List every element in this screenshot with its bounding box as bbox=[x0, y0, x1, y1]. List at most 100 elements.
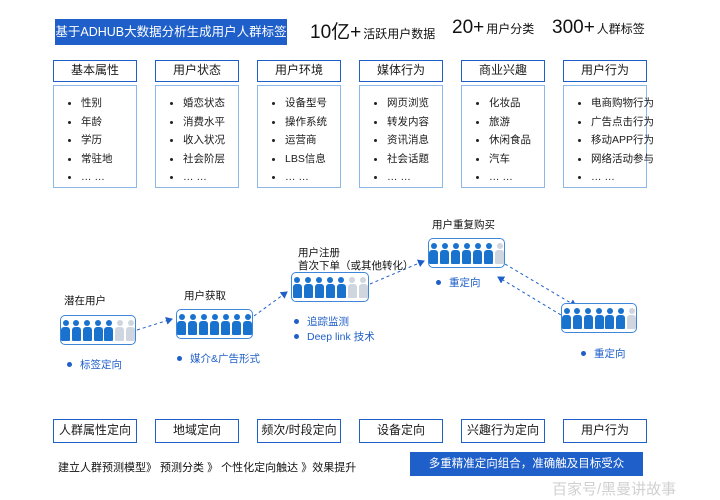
note-text: 追踪监测 bbox=[307, 316, 349, 328]
people-box-repurchase bbox=[428, 238, 505, 268]
footer-banner: 多重精准定向组合，准确触及目标受众 bbox=[410, 452, 643, 476]
person-icon bbox=[188, 314, 197, 335]
person-icon bbox=[243, 314, 252, 335]
category-item: 收入状况 bbox=[170, 131, 238, 150]
category-header-status: 用户状态 bbox=[155, 60, 239, 82]
category-item: 休闲食品 bbox=[476, 131, 544, 150]
category-item: 社会话题 bbox=[374, 150, 442, 169]
person-icon bbox=[484, 243, 493, 264]
category-item: 汽车 bbox=[476, 150, 544, 169]
person-icon bbox=[627, 308, 637, 329]
person-icon bbox=[605, 308, 615, 329]
targeting-interest: 兴趣行为定向 bbox=[461, 419, 545, 443]
arrow-register-to-repurchase bbox=[369, 259, 425, 285]
bullet-dot bbox=[294, 319, 299, 324]
category-list-environment: 设备型号 操作系统 运营商 LBS信息 … … bbox=[257, 85, 341, 188]
category-item: … … bbox=[578, 168, 646, 187]
arrow-acquire-to-register bbox=[253, 291, 288, 317]
category-item: … … bbox=[272, 168, 340, 187]
targeting-crowd-attribute: 人群属性定向 bbox=[53, 419, 137, 443]
watermark: 百家号/黑曼讲故事 bbox=[552, 481, 677, 498]
category-item: … … bbox=[476, 168, 544, 187]
category-header-environment: 用户环境 bbox=[257, 60, 341, 82]
stat-user-categories: 20+ 用户分类 bbox=[452, 17, 534, 47]
stat-label: 活跃用户数据 bbox=[363, 27, 436, 41]
person-icon bbox=[199, 314, 208, 335]
category-list-basic: 性别 年龄 学历 常驻地 … … bbox=[53, 85, 137, 188]
category-header-media: 媒体行为 bbox=[359, 60, 443, 82]
note-text: 媒介&广告形式 bbox=[190, 353, 261, 365]
category-item: 操作系统 bbox=[272, 113, 340, 132]
category-item: 广告点击行为 bbox=[578, 113, 654, 132]
bullet-dot bbox=[294, 334, 299, 339]
person-icon bbox=[462, 243, 471, 264]
targeting-region: 地域定向 bbox=[155, 419, 239, 443]
bullet-dot bbox=[436, 280, 441, 285]
stat-label: 人群标签 bbox=[596, 22, 645, 36]
category-item: 社会阶层 bbox=[170, 150, 238, 169]
category-item: … … bbox=[68, 168, 136, 187]
category-list-status: 婚恋状态 消费水平 收入状况 社会阶层 … … bbox=[155, 85, 239, 188]
arrow-potential-to-acquire bbox=[136, 316, 173, 331]
title-banner: 基于ADHUB大数据分析生成用户人群标签 bbox=[55, 19, 287, 45]
person-icon bbox=[325, 277, 335, 298]
stage-note-acquire: 媒介&广告形式 bbox=[177, 351, 260, 366]
bullet-dot bbox=[177, 356, 182, 361]
category-item: 学历 bbox=[68, 131, 136, 150]
category-item: 旅游 bbox=[476, 113, 544, 132]
category-item: 网页浏览 bbox=[374, 94, 442, 113]
category-header-behavior: 用户行为 bbox=[563, 60, 647, 82]
stat-crowd-tags: 300+ 人群标签 bbox=[552, 17, 645, 47]
person-icon bbox=[583, 308, 593, 329]
person-icon bbox=[440, 243, 449, 264]
category-list-commerce: 化妆品 旅游 休闲食品 汽车 … … bbox=[461, 85, 545, 188]
bullet-dot bbox=[67, 362, 72, 367]
stat-active-users: 10亿+ 活跃用户数据 bbox=[310, 17, 435, 47]
person-icon bbox=[126, 320, 136, 341]
person-icon bbox=[82, 320, 92, 341]
stage-label-register: 用户注册 首次下单（或其他转化） bbox=[298, 247, 414, 272]
person-icon bbox=[451, 243, 460, 264]
person-icon bbox=[303, 277, 313, 298]
person-icon bbox=[358, 277, 368, 298]
stage-note-tracking: 追踪监测 bbox=[294, 314, 349, 329]
people-box-acquire bbox=[176, 309, 253, 339]
category-item: … … bbox=[170, 168, 238, 187]
person-icon bbox=[314, 277, 324, 298]
people-box-potential bbox=[60, 315, 136, 345]
people-box-register bbox=[291, 272, 369, 302]
person-icon bbox=[210, 314, 219, 335]
stage-note-potential: 标签定向 bbox=[67, 357, 122, 372]
person-icon bbox=[221, 314, 230, 335]
person-icon bbox=[473, 243, 482, 264]
person-icon bbox=[61, 320, 70, 341]
stage-label-potential: 潜在用户 bbox=[64, 295, 106, 307]
person-icon bbox=[71, 320, 81, 341]
category-item: 化妆品 bbox=[476, 94, 544, 113]
targeting-user-behavior: 用户行为 bbox=[563, 419, 647, 443]
category-item: 转发内容 bbox=[374, 113, 442, 132]
person-icon bbox=[572, 308, 582, 329]
stage-label-repurchase: 用户重复购买 bbox=[432, 219, 495, 231]
category-item: 运营商 bbox=[272, 131, 340, 150]
category-item: 性别 bbox=[68, 94, 136, 113]
note-text: 重定向 bbox=[594, 348, 626, 360]
category-item: 资讯消息 bbox=[374, 131, 442, 150]
person-icon bbox=[104, 320, 114, 341]
category-item: 电商购物行为 bbox=[578, 94, 654, 113]
people-box-retarget bbox=[561, 303, 637, 333]
person-icon bbox=[292, 277, 302, 298]
person-icon bbox=[429, 243, 438, 264]
note-text: 标签定向 bbox=[80, 359, 122, 371]
note-text: Deep link 技术 bbox=[307, 331, 375, 343]
person-icon bbox=[336, 277, 346, 298]
arrow-retarget-to-repurchase bbox=[497, 276, 567, 319]
process-flow-text: 建立人群预测模型》 预测分类 》 个性化定向触达 》效果提升 bbox=[58, 462, 357, 474]
stage-note-retarget-top: 重定向 bbox=[436, 275, 481, 290]
category-item: 常驻地 bbox=[68, 150, 136, 169]
stage-note-deeplink: Deep link 技术 bbox=[294, 329, 375, 344]
stat-label: 用户分类 bbox=[486, 22, 535, 36]
category-item: 移动APP行为 bbox=[578, 131, 654, 150]
person-icon bbox=[495, 243, 504, 264]
